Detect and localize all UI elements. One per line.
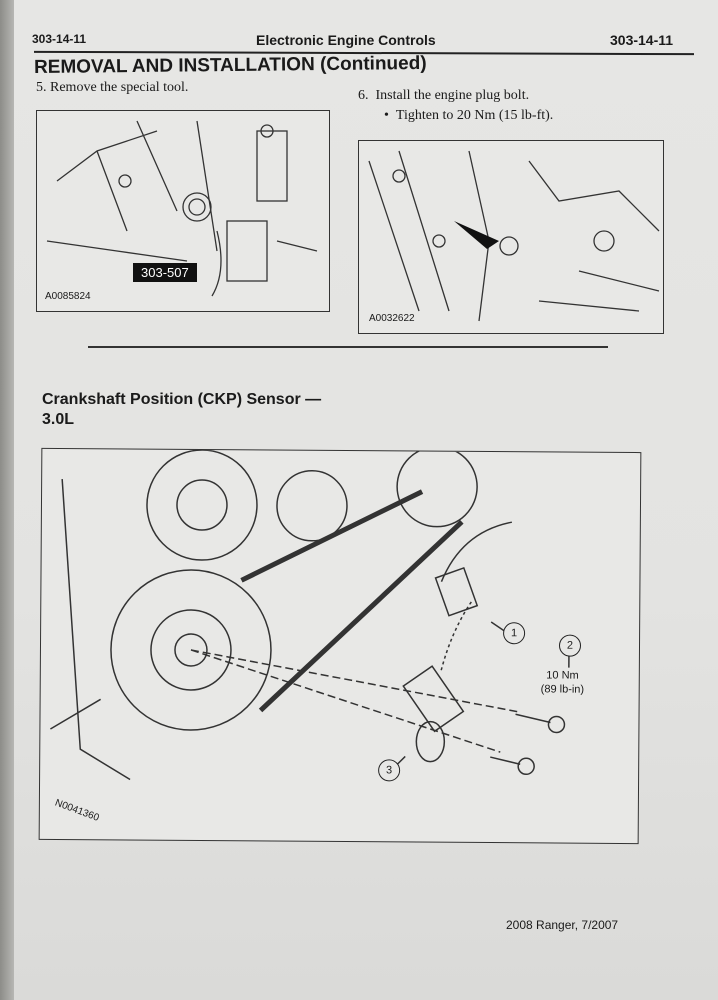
ckp-sensor-illustration [50,447,570,781]
figure-engine-plug-bolt: A0032622 [358,140,664,334]
page-code-left: 303-14-11 [32,32,87,46]
engine-illustration [368,150,660,322]
section-divider [88,346,608,348]
page-footer: 2008 Ranger, 7/2007 [506,918,619,932]
arrow-icon [454,221,499,249]
step-text: Install the engine plug bolt. [375,88,530,103]
section-title: REMOVAL AND INSTALLATION (Continued) [33,52,427,79]
step-5: 5. Remove the special tool. [36,80,188,96]
step-number: 5. [36,80,47,95]
figure-id: A0085824 [45,291,91,302]
callout-2: 2 [558,634,582,657]
step-6: 6. Install the engine plug bolt. [358,88,529,104]
page-code-right: 303-14-11 [610,32,674,48]
step-number: 6. [358,88,369,103]
callout-1: 1 [503,622,526,645]
step-text: Remove the special tool. [50,80,189,95]
special-tool-tag: 303-507 [133,263,197,282]
callout-3: 3 [378,759,401,782]
subsection-title: Crankshaft Position (CKP) Sensor — 3.0L [42,390,321,430]
torque-nm: 10 Nm [546,669,579,682]
subsection-title-line: 3.0L [42,411,75,428]
page-header-title: Electronic Engine Controls [256,32,436,48]
figure-id: A0032622 [369,313,415,324]
torque-lbin: (89 lb-in) [540,683,585,696]
figure-special-tool: 303-507 A0085824 [36,110,330,312]
step-6-bullet: • Tighten to 20 Nm (15 lb-ft). [384,108,554,123]
figure-ckp-sensor: 1 2 3 10 Nm (89 lb-in) N0041360 [38,447,642,845]
subsection-title-line: Crankshaft Position (CKP) Sensor — [42,391,322,408]
torque-spec: 10 Nm (89 lb-in) [541,668,585,696]
bullet-text: Tighten to 20 Nm (15 lb-ft). [395,108,554,123]
engine-illustration [46,120,318,297]
